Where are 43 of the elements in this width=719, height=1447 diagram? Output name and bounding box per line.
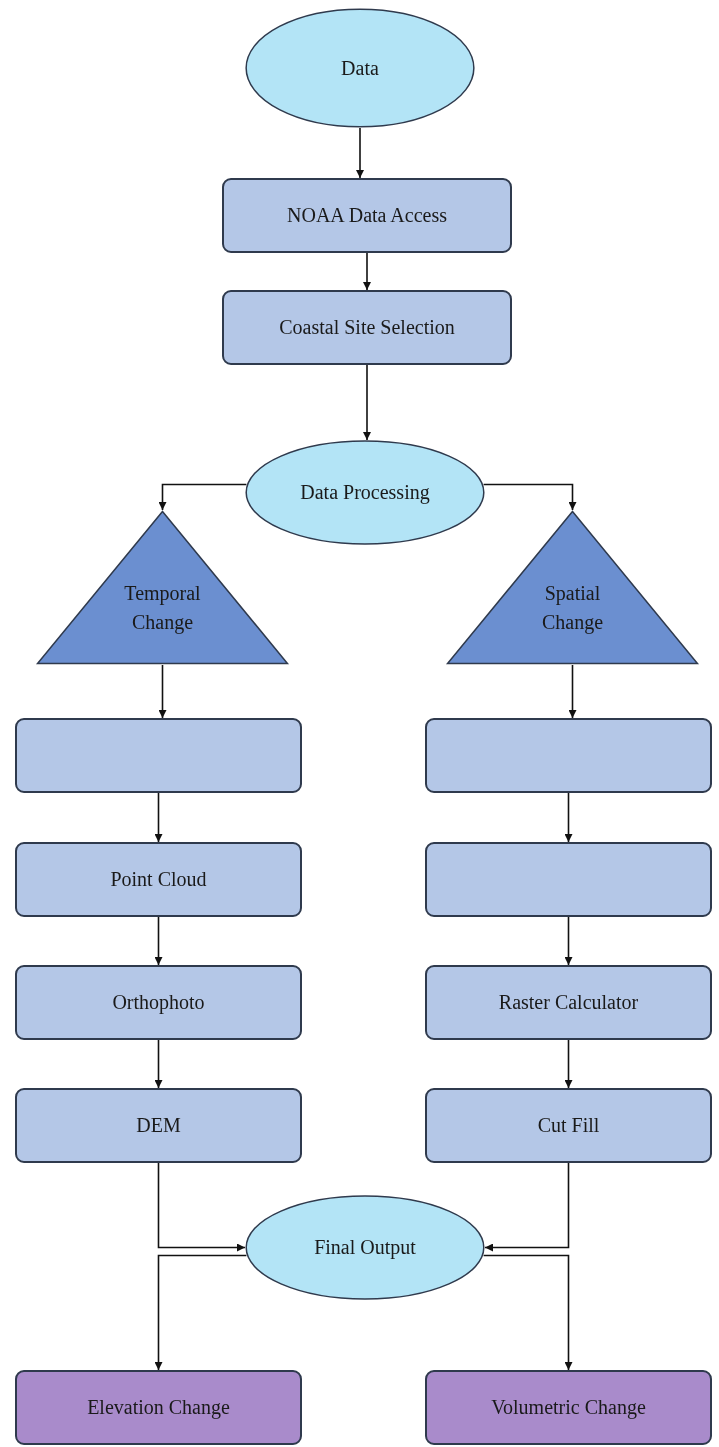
process-box (425, 718, 712, 793)
arrow (564, 1039, 573, 1089)
result-box (15, 1370, 302, 1445)
arrow (154, 1254, 248, 1371)
node-label: NOAA Data Access (287, 203, 447, 228)
process-box (425, 965, 712, 1040)
process-box (425, 842, 712, 917)
node-label: Elevation Change (87, 1395, 230, 1421)
arrow (157, 1162, 246, 1252)
process-box (15, 965, 302, 1040)
node-label: DEM (136, 1113, 181, 1138)
node-label: Coastal Site Selection (279, 315, 455, 340)
arrow (158, 664, 167, 719)
node-label: Final Output (314, 1235, 416, 1261)
node-label: Data Processing (300, 480, 430, 506)
arrow (484, 1162, 570, 1252)
arrow (482, 483, 577, 511)
arrow (363, 252, 371, 291)
process-box (222, 290, 512, 365)
node-label: Raster Calculator (498, 990, 639, 1015)
node-label: Temporal Change (123, 580, 202, 636)
arrow (482, 1254, 573, 1371)
arrow (154, 792, 163, 843)
arrow (363, 364, 371, 441)
node-label: Data (341, 55, 379, 81)
arrow (568, 664, 577, 719)
process-box (15, 1088, 302, 1163)
node-label: Volumetric Change (491, 1395, 646, 1421)
arrow (158, 483, 248, 511)
arrow (564, 916, 573, 966)
process-box (15, 842, 302, 917)
result-box (425, 1370, 712, 1445)
node-label: Orthophoto (112, 990, 205, 1016)
process-box (15, 718, 302, 793)
process-box (425, 1088, 712, 1163)
node-label: Spatial Change (540, 580, 605, 636)
arrow (564, 792, 573, 843)
arrow (154, 1039, 163, 1089)
node-label: Cut Fill (537, 1113, 600, 1138)
arrow (356, 127, 364, 179)
node-label: Point Cloud (110, 867, 207, 892)
process-box (222, 178, 512, 253)
arrow (154, 916, 163, 966)
